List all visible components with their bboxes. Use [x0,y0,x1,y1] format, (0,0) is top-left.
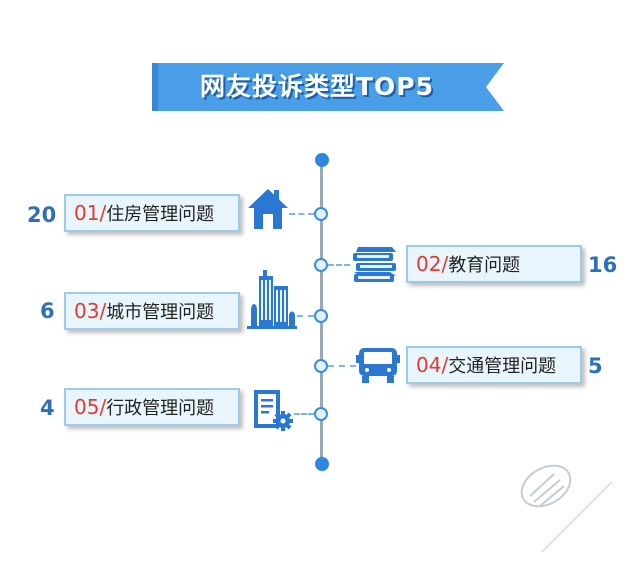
item-4-count: 5 [588,354,603,378]
item-3-count: 6 [40,299,55,323]
timeline-node-3 [314,309,328,323]
connector-2 [328,264,350,266]
timeline-end-dot [315,457,329,471]
connector-3 [297,315,314,317]
timeline-node-5 [314,407,328,421]
page-title: 网友投诉类型TOP5 [199,72,435,101]
timeline-node-4 [314,359,328,373]
connector-1 [289,213,314,215]
item-2-label-box: 02/ 教育问题 [406,245,582,283]
item-4-label: 交通管理问题 [448,356,557,377]
item-1-label-box: 01/ 住房管理问题 [64,194,240,232]
connector-5 [294,413,314,415]
title-banner: 网友投诉类型TOP5 [152,63,504,111]
item-2-count: 16 [588,253,618,277]
item-3-label: 城市管理问题 [106,302,215,323]
item-1-label: 住房管理问题 [106,204,215,225]
timeline-start-dot [315,153,329,167]
bus-icon [356,345,400,389]
watermark-logo [512,452,622,566]
item-5-label-box: 05/ 行政管理问题 [64,388,240,426]
timeline-node-2 [314,258,328,272]
item-2-label: 教育问题 [448,255,521,276]
house-icon [246,186,290,234]
city-buildings-icon [245,266,297,336]
books-icon [350,244,400,288]
item-5-label: 行政管理问题 [106,398,215,419]
item-4-number: 04/ [416,353,449,377]
item-3-label-box: 03/ 城市管理问题 [64,292,240,330]
item-1-number: 01/ [74,201,107,225]
banner-ribbon-shape [152,63,504,111]
item-1-count: 20 [27,203,57,227]
connector-4 [328,365,356,367]
document-gear-icon [250,388,294,438]
item-5-count: 4 [40,396,55,420]
item-3-number: 03/ [74,299,107,323]
timeline-node-1 [314,207,328,221]
item-5-number: 05/ [74,395,107,419]
item-2-number: 02/ [416,252,449,276]
item-4-label-box: 04/ 交通管理问题 [406,346,582,384]
